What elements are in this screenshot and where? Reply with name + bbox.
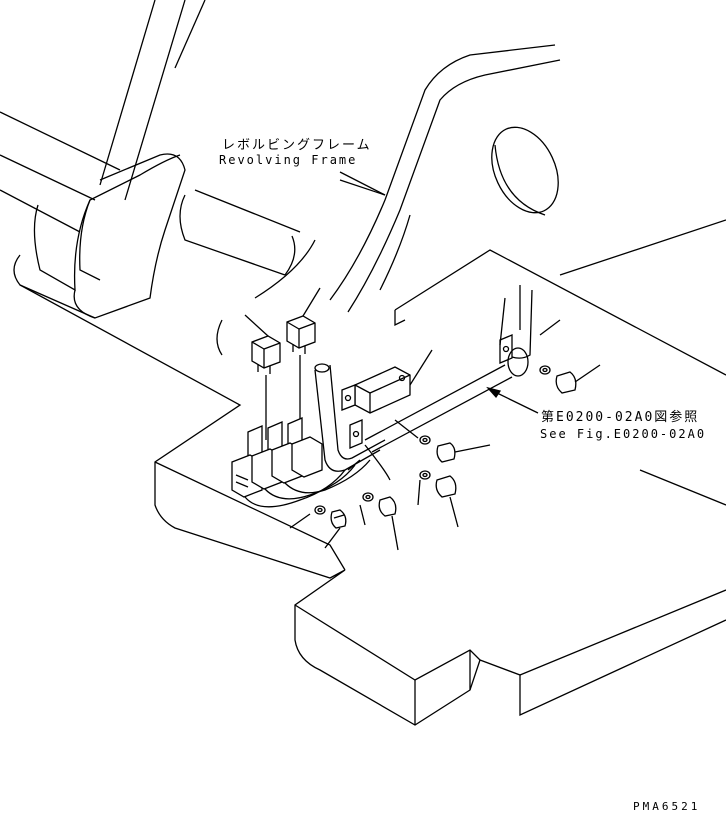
resistor-box (341, 349, 433, 414)
relay-bracket (231, 417, 371, 508)
bolt-washer-3 (417, 470, 459, 528)
revolving-frame-label-en: Revolving Frame (219, 153, 358, 167)
frame-curves (216, 179, 386, 356)
frame-upright (329, 44, 561, 313)
bolt-washer-5 (539, 364, 601, 394)
relay-left (244, 314, 281, 440)
harness-hose (314, 363, 391, 481)
bolt-washer-4 (394, 419, 491, 463)
reference-label-en: See Fig.E0200-02A0 (540, 427, 707, 441)
drawing-code: PMA6521 (633, 800, 701, 813)
label-leaders (339, 171, 539, 414)
bolt-washer-1 (289, 505, 347, 549)
reference-label-jp: 第E0200-02A0図参照 (541, 410, 700, 425)
revolving-frame-deck (13, 219, 726, 726)
revolving-frame-label-jp: レボルビングフレーム (222, 138, 372, 153)
bolt-washer-2 (359, 492, 399, 551)
boom-arm-structure (0, 0, 301, 319)
relay-right (286, 287, 321, 430)
